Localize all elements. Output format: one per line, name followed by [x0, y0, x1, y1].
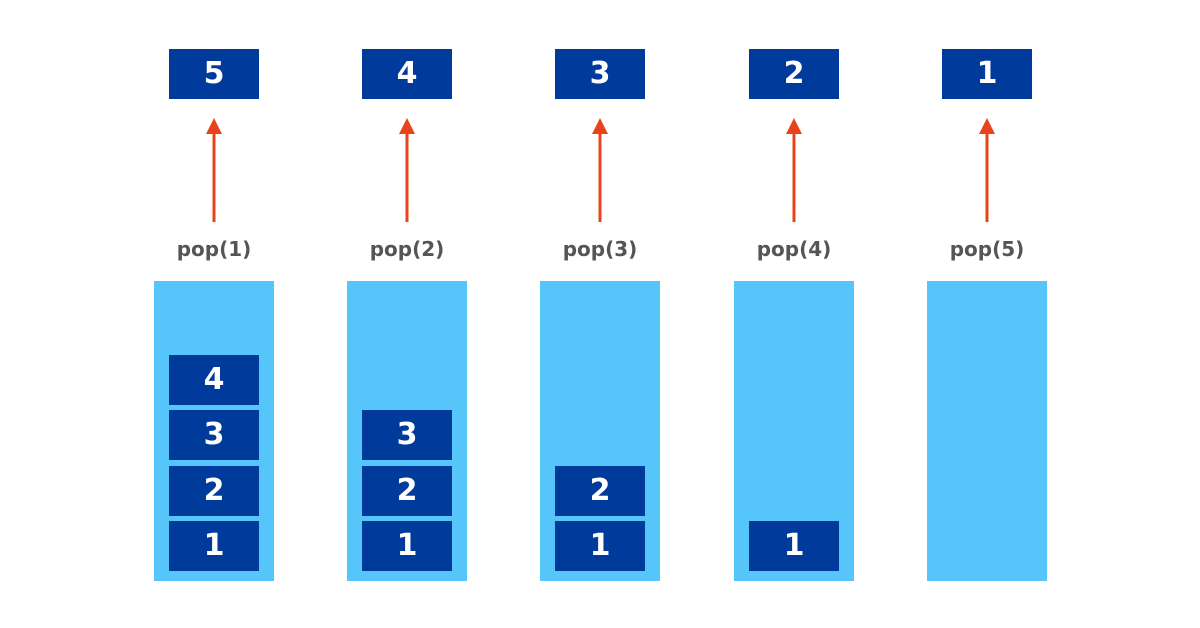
up-arrow-icon — [592, 118, 608, 222]
up-arrow-icon — [399, 118, 415, 222]
stack-item: 2 — [555, 466, 645, 516]
stack-item: 1 — [749, 521, 839, 571]
popped-value: 5 — [169, 49, 259, 99]
stack-item: 4 — [169, 355, 259, 405]
up-arrow-icon — [979, 118, 995, 222]
up-arrow-icon — [206, 118, 222, 222]
popped-value: 1 — [942, 49, 1032, 99]
stack-item: 2 — [362, 466, 452, 516]
pop-step-1: 5 pop(1) 4 3 2 1 — [154, 0, 274, 628]
pop-step-3: 3 pop(3) 2 1 — [540, 0, 660, 628]
stack-item: 1 — [169, 521, 259, 571]
stack-item: 2 — [169, 466, 259, 516]
up-arrow-icon — [786, 118, 802, 222]
stack-item: 3 — [362, 410, 452, 460]
popped-value: 4 — [362, 49, 452, 99]
stack-item: 1 — [555, 521, 645, 571]
popped-value: 3 — [555, 49, 645, 99]
stack-container: 1 — [734, 281, 854, 581]
pop-operation-label: pop(1) — [176, 237, 252, 261]
pop-step-5: 1 pop(5) — [927, 0, 1047, 628]
stack-container: 4 3 2 1 — [154, 281, 274, 581]
pop-operation-label: pop(3) — [562, 237, 638, 261]
stack-item: 1 — [362, 521, 452, 571]
stack-container: 2 1 — [540, 281, 660, 581]
popped-value: 2 — [749, 49, 839, 99]
pop-step-4: 2 pop(4) 1 — [734, 0, 854, 628]
stack-container — [927, 281, 1047, 581]
pop-operation-label: pop(5) — [949, 237, 1025, 261]
stack-container: 3 2 1 — [347, 281, 467, 581]
pop-operation-label: pop(2) — [369, 237, 445, 261]
stack-item: 3 — [169, 410, 259, 460]
pop-step-2: 4 pop(2) 3 2 1 — [347, 0, 467, 628]
pop-operation-label: pop(4) — [756, 237, 832, 261]
